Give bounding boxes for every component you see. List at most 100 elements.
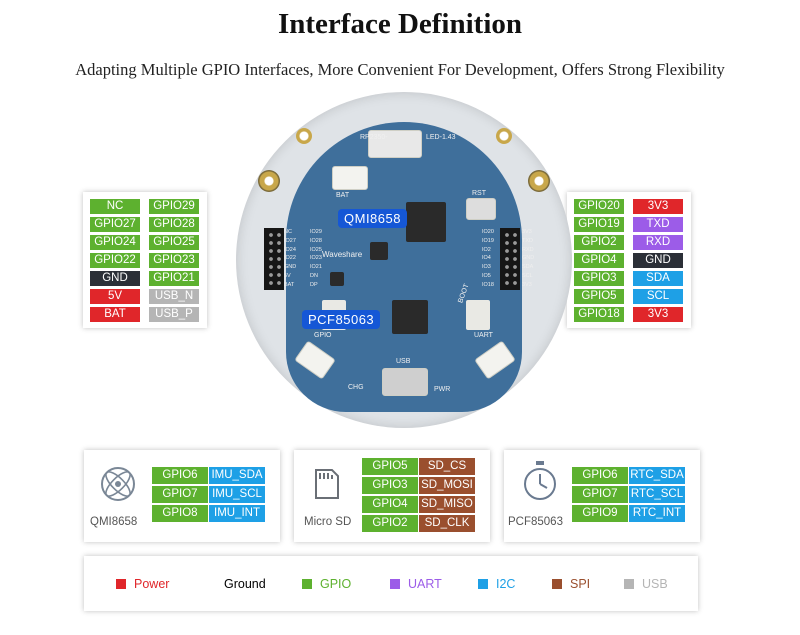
mount-hole-icon [528, 170, 550, 192]
pin-label: BAT [90, 307, 140, 322]
legend-item-power: Power [116, 577, 169, 591]
silk-bat: BAT [336, 192, 350, 199]
rtc-chip [330, 272, 344, 286]
pin-label: GPIO23 [149, 253, 199, 268]
pin-label: GPIO18 [574, 307, 624, 322]
gpio-connector [294, 340, 336, 380]
gpio-pin-label: GPIO7 [572, 486, 628, 503]
pin-label: GPIO3 [574, 271, 624, 286]
legend-label: SPI [570, 577, 591, 591]
silk-pin-label: RXD [522, 246, 534, 253]
pin-label: 3V3 [633, 199, 683, 214]
silk-pin-label: TXD [522, 237, 533, 244]
left-header-connector [264, 228, 284, 290]
usb-c-port [382, 368, 428, 396]
silk-pin-label: GND [284, 264, 297, 271]
boot-button [466, 300, 490, 330]
silk-pin-label: 3V3 [522, 281, 532, 288]
pin-label: GPIO4 [574, 253, 624, 268]
imu-chip [370, 242, 388, 260]
silk-usb: USB [396, 358, 411, 365]
pin-label: GPIO25 [149, 235, 199, 250]
legend-swatch [302, 579, 312, 589]
legend-label: I2C [496, 577, 516, 591]
page-title: Interface Definition [277, 8, 523, 40]
pin-label: GPIO19 [574, 217, 624, 232]
legend-swatch [478, 579, 488, 589]
legend-swatch [552, 579, 562, 589]
uart-connector [474, 340, 516, 380]
silk-board-name: RP2350- [360, 134, 388, 141]
pin-label: 3V3 [633, 307, 683, 322]
silk-pin-label: GND [522, 255, 535, 262]
silk-pin-label: BAT [284, 281, 295, 288]
pcb: RP2350- LED-1.43 BAT RST Waveshare BOOT … [258, 122, 550, 412]
imu-label: QMI8658 [90, 516, 138, 528]
silk-pin-label: IO2 [482, 246, 491, 253]
silk-pin-label: SCL [522, 272, 533, 279]
silk-uart: UART [474, 332, 493, 339]
page-subtitle: Adapting Multiple GPIO Interfaces, More … [75, 60, 725, 79]
rtc-callout: PCF85063 [302, 310, 381, 329]
gpio-pin-label: GPIO2 [362, 515, 418, 532]
legend-label: Ground [224, 577, 266, 591]
legend-swatch [624, 579, 634, 589]
silk-pin-label: IO28 [310, 237, 322, 244]
stopwatch-icon [524, 461, 556, 500]
silk-pin-label: IO29 [310, 229, 322, 235]
pin-label: RXD [633, 235, 683, 250]
gpio-pin-label: GPIO9 [572, 505, 628, 522]
silk-pin-label: IO25 [310, 246, 322, 253]
legend-label: UART [408, 577, 442, 591]
silk-pwr: PWR [434, 386, 451, 393]
mount-hole-icon [258, 170, 280, 192]
gyroscope-icon [101, 467, 135, 501]
legend-item-uart: UART [390, 577, 442, 591]
gpio-pin-label: GPIO6 [572, 467, 628, 484]
silk-pin-label: IO22 [284, 255, 296, 262]
battery-connector [332, 166, 368, 190]
pin-label: NC [90, 199, 140, 214]
function-pin-label: IMU_INT [209, 505, 265, 522]
silk-pin-label: IO20 [482, 229, 494, 235]
legend-label: Power [134, 577, 170, 591]
gpio-pin-label: GPIO8 [152, 505, 208, 522]
micro-sd-card-icon [315, 469, 339, 499]
silk-pin-label: IO23 [310, 255, 322, 262]
legend-item-spi: SPI [552, 577, 590, 591]
rtc-label: PCF85063 [508, 516, 563, 528]
function-pin-label: SD_CS [419, 458, 475, 475]
pin-label: SDA [633, 271, 683, 286]
pin-label: GND [90, 271, 140, 286]
micro-sd-label: Micro SD [304, 516, 352, 528]
gpio-pin-label: GPIO5 [362, 458, 418, 475]
legend-label: GPIO [320, 577, 352, 591]
flex-connector [368, 130, 422, 158]
legend-swatch [206, 579, 216, 589]
pin-label: TXD [633, 217, 683, 232]
legend-item-usb: USB [624, 577, 668, 591]
pin-label: GPIO20 [574, 199, 624, 214]
imu-callout: QMI8658 [338, 209, 407, 228]
silk-brand: Waveshare [322, 250, 363, 259]
silk-pin-label: IO5 [482, 272, 491, 279]
gpio-pin-label: GPIO6 [152, 467, 208, 484]
pin-label: SCL [633, 289, 683, 304]
silk-pin-label: IO18 [482, 281, 494, 288]
pin-label: GPIO2 [574, 235, 624, 250]
